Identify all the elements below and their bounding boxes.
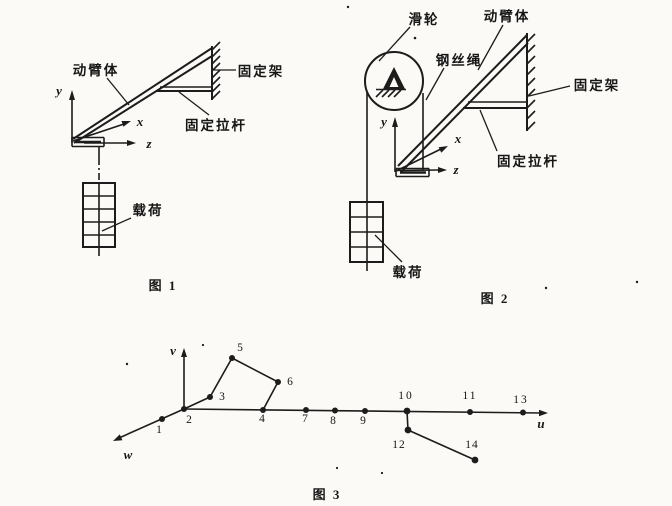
fig1-tie-rod-label: 固定拉杆 <box>185 117 247 133</box>
fig1-frame-label: 固定架 <box>238 63 285 79</box>
fig3-node-label-10: 10 <box>398 390 414 402</box>
figure-3: 1 2 3 4 5 6 7 8 9 10 11 12 13 14 v w u 图… <box>113 342 548 502</box>
fig2-load-leader <box>374 234 403 263</box>
fig3-node-label-7: 7 <box>302 413 308 425</box>
fig1-load-label: 载荷 <box>133 202 164 218</box>
fig1-boom-leader <box>106 77 130 106</box>
fig2-boom-base <box>395 167 430 178</box>
fig3-node-label-11: 11 <box>462 390 477 402</box>
fig2-caption: 图 2 <box>481 291 510 306</box>
fig1-y-axis-label: y <box>54 83 62 98</box>
fig3-node-label-12: 12 <box>392 439 406 451</box>
fig3-node-label-5: 5 <box>237 342 243 354</box>
fig1-tie-rod-leader <box>178 91 210 116</box>
fig2-frame-leader <box>528 85 571 97</box>
fig3-nodes <box>159 355 526 464</box>
fig1-x-axis-label: x <box>136 114 144 129</box>
fig3-node-label-2: 2 <box>186 414 192 426</box>
fig2-x-axis-label: x <box>454 131 462 146</box>
fig2-boom-label: 动臂体 <box>484 8 531 24</box>
fig2-load-label: 载荷 <box>393 264 424 280</box>
fig2-axes <box>392 117 448 173</box>
fig2-tie-rod-leader <box>479 109 498 152</box>
fig3-node-label-1: 1 <box>156 424 162 436</box>
fig2-tie-rod <box>463 101 527 109</box>
fig3-node-label-14: 14 <box>465 439 479 451</box>
fig1-fixed-frame <box>211 41 221 100</box>
scan-specks <box>125 5 639 475</box>
fig2-load-block <box>349 201 384 271</box>
fig2-boom-leader <box>477 24 504 71</box>
fig1-z-axis-label: z <box>145 136 152 151</box>
fig2-rope-leader <box>425 67 445 101</box>
fig3-u-axis-label: u <box>537 416 544 431</box>
fig1-load-block <box>82 182 116 248</box>
fig2-pulley-label: 滑轮 <box>409 11 440 27</box>
fig2-pulley-leader <box>378 26 411 62</box>
fig1-caption: 图 1 <box>149 278 178 293</box>
fig3-node-label-3: 3 <box>219 391 225 403</box>
fig1-tie-rod <box>157 86 212 92</box>
fig2-rope-label: 钢丝绳 <box>436 52 483 68</box>
fig3-node-label-13: 13 <box>513 394 529 406</box>
fig2-fixed-frame <box>526 33 536 131</box>
fig3-v-axis-label: v <box>170 343 176 358</box>
fig3-w-axis-label: w <box>124 447 133 462</box>
fig2-pulley <box>364 51 424 111</box>
fig1-load-leader <box>101 217 132 232</box>
fig2-y-axis-label: y <box>379 114 387 129</box>
fig1-boom-label: 动臂体 <box>73 62 120 78</box>
fig3-axes <box>113 348 548 441</box>
fig3-caption: 图 3 <box>313 487 342 502</box>
figure-1: 动臂体 固定架 固定拉杆 载荷 y x z 图 1 <box>54 41 285 293</box>
fig3-node-label-8: 8 <box>330 415 336 427</box>
figure-2: 滑轮 动臂体 钢丝绳 固定架 固定拉杆 载荷 y x z 图 2 <box>349 8 621 306</box>
fig3-node-label-4: 4 <box>259 413 265 425</box>
fig1-boom-body <box>72 47 213 144</box>
fig1-boom-base <box>71 136 105 148</box>
fig2-z-axis-label: z <box>452 162 459 177</box>
fig3-node-label-6: 6 <box>287 376 293 388</box>
fig3-node-label-9: 9 <box>360 415 366 427</box>
fig2-tie-rod-label: 固定拉杆 <box>497 153 559 169</box>
fig2-frame-label: 固定架 <box>574 77 621 93</box>
